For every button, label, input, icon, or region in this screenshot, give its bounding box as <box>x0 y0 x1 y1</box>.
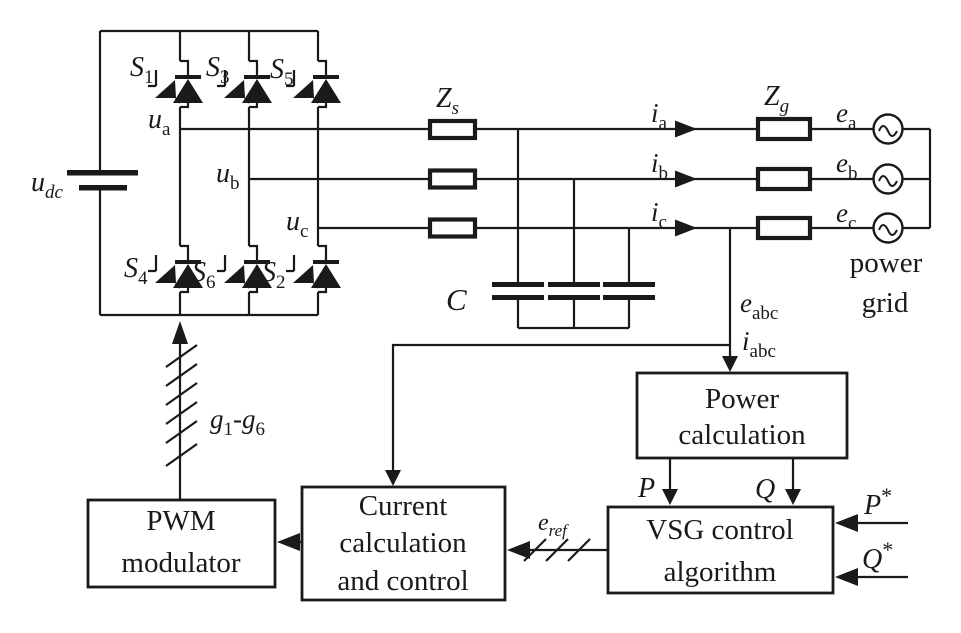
current-label-ia: ia <box>651 98 668 134</box>
switch-label-s3: S3 <box>206 52 230 88</box>
q-label: Q <box>755 474 775 505</box>
eabc-label: eabc <box>740 288 778 324</box>
block-outline <box>86 498 277 589</box>
resistor-icon <box>755 116 813 142</box>
capacitor-icon <box>548 295 600 300</box>
vsg-label: VSG control <box>646 514 793 546</box>
capacitor-bottom-bus <box>516 300 631 330</box>
switch-label-s6: S6 <box>192 257 216 293</box>
filter-capacitor-bank: C <box>446 129 655 330</box>
power-grid-label: grid <box>862 287 909 319</box>
sine-glyph <box>878 224 898 236</box>
measurement-tap: eabc iabc <box>385 228 778 486</box>
p-ref-label: P* <box>863 483 892 521</box>
battery-icon <box>79 185 127 191</box>
q-ref-label: Q* <box>862 537 893 575</box>
switch-label-s1: S1 <box>130 52 154 88</box>
switch-label-s5: S5 <box>270 54 294 90</box>
line-currents: ia ib ic <box>651 98 697 237</box>
current-arrowhead-icon <box>675 219 697 237</box>
dc-source: udc <box>31 167 138 203</box>
current-label-ib: ib <box>651 148 668 184</box>
down-arrowhead-icon <box>785 489 801 505</box>
pwm-modulator-block: PWM modulator g1-g6 <box>86 321 277 589</box>
block-outline <box>606 505 835 595</box>
block-outline <box>300 485 507 602</box>
current-calc-label: Current <box>359 490 448 522</box>
igbt-switch-icon <box>284 59 343 109</box>
vsg-control-block: VSG control algorithm P* Q* <box>606 483 908 595</box>
bus-slash-marks <box>523 538 591 562</box>
igbt-switch-icon <box>284 244 343 294</box>
current-calc-label: and control <box>337 565 468 597</box>
battery-icon <box>67 170 138 176</box>
phase-voltage-label-b: ub <box>216 158 240 194</box>
bus-slash-marks <box>165 344 198 467</box>
phase-voltage-label-a: ua <box>148 104 171 140</box>
resistor-icon <box>755 166 813 192</box>
current-arrowhead-icon <box>675 170 697 188</box>
current-calculation-block: Current calculation and control <box>277 485 507 602</box>
eref-signal: eref <box>507 510 608 562</box>
capacitor-icon <box>603 295 655 300</box>
capacitor-icon <box>603 282 655 287</box>
zs-label: Zs <box>436 83 459 119</box>
zg-label: Zg <box>764 81 789 117</box>
switch-label-s4: S4 <box>124 253 148 289</box>
eref-label: eref <box>538 510 569 540</box>
inverter-bridge: S1 S3 S5 S4 S6 S2 <box>98 29 343 317</box>
sine-glyph <box>878 175 898 187</box>
resistor-icon <box>427 168 478 190</box>
current-arrowhead-icon <box>675 120 697 138</box>
phase-lines: ua ub uc <box>148 104 932 242</box>
power-grid: ea eb ec power grid <box>836 98 923 319</box>
down-arrowhead-icon <box>722 356 738 372</box>
power-calc-label: Power <box>705 383 779 415</box>
current-label-ic: ic <box>651 197 667 233</box>
power-grid-label: power <box>850 247 923 279</box>
emf-label-eb: eb <box>836 148 857 184</box>
pwm-label: modulator <box>121 547 241 579</box>
phase-voltage-label-c: uc <box>286 206 308 242</box>
up-arrowhead-icon <box>172 321 188 344</box>
capacitor-icon <box>492 295 544 300</box>
current-calc-label: calculation <box>339 527 467 559</box>
pwm-label: PWM <box>146 505 215 537</box>
iabc-label: iabc <box>742 326 776 362</box>
switch-label-s2: S2 <box>262 257 286 293</box>
feedback-branch-line <box>391 343 730 472</box>
block-outline <box>635 371 849 460</box>
left-arrowhead-icon <box>835 514 858 532</box>
udc-label: udc <box>31 167 64 203</box>
left-arrowhead-icon <box>277 533 300 551</box>
down-arrowhead-icon <box>662 489 678 505</box>
capacitor-icon <box>492 282 544 287</box>
cap-label: C <box>446 282 467 317</box>
emf-label-ea: ea <box>836 98 857 134</box>
igbt-switch-icon <box>146 59 205 109</box>
bridge-frame <box>98 29 318 317</box>
grid-impedance-zg: Zg <box>755 81 813 241</box>
power-calc-label: calculation <box>678 419 806 451</box>
p-label: P <box>637 473 655 504</box>
left-arrowhead-icon <box>835 568 858 586</box>
emf-label-ec: ec <box>836 198 856 234</box>
inverter-impedance-zs: Zs <box>427 83 478 239</box>
capacitor-icon <box>548 282 600 287</box>
resistor-icon <box>427 118 478 141</box>
left-arrowhead-icon <box>507 541 530 559</box>
capacitor-taps <box>516 129 631 282</box>
resistor-icon <box>755 215 813 241</box>
gate-signal-label: g1-g6 <box>210 404 265 440</box>
sine-glyph <box>878 125 898 137</box>
down-arrowhead-icon <box>385 470 401 486</box>
resistor-icon <box>427 217 478 239</box>
power-calculation-block: Power calculation <box>635 371 849 460</box>
vsg-label: algorithm <box>664 556 777 588</box>
pq-signals: P Q <box>637 458 801 505</box>
